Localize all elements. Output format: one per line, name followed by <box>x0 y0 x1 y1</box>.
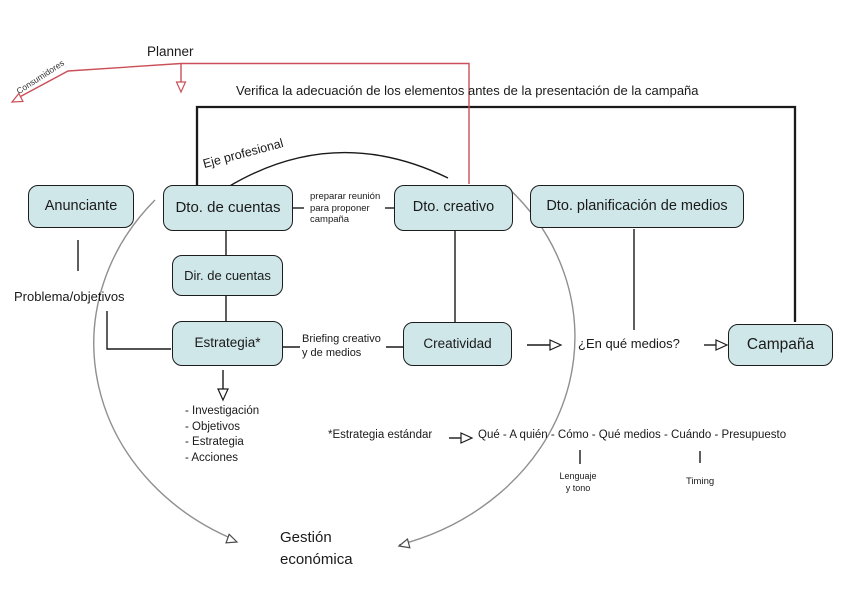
cycle-right-arc <box>398 184 576 546</box>
problema-estrategia-connector <box>106 311 171 350</box>
language-tone-note: Lenguaje y tono <box>559 471 597 493</box>
economic-management-label: Gestión económica <box>280 529 353 568</box>
node-anunciante: Anunciante <box>28 185 134 228</box>
node-dto-medios-label: Dto. planificación de medios <box>546 197 728 214</box>
meeting-note: preparar reunión para proponer campaña <box>310 191 381 225</box>
node-dto-creativo: Dto. creativo <box>394 185 513 231</box>
cycle-right-arrowhead-icon <box>397 538 411 549</box>
node-estrategia-label: Estrategia* <box>194 335 261 351</box>
media-question-label: ¿En qué medios? <box>578 336 680 351</box>
node-anunciante-label: Anunciante <box>44 197 118 214</box>
node-campana: Campaña <box>728 324 833 366</box>
node-creatividad: Creatividad <box>403 322 512 366</box>
node-dto-creativo-label: Dto. creativo <box>412 199 495 216</box>
node-dir-cuentas: Dir. de cuentas <box>172 255 283 296</box>
node-campana-label: Campaña <box>746 335 815 353</box>
creatividad-medios-arrowhead-icon <box>549 339 563 351</box>
problem-label: Problema/objetivos <box>14 289 125 304</box>
planner-label: Planner <box>147 44 194 59</box>
pregunta-campana-arrowhead-icon <box>715 339 729 351</box>
briefing-note: Briefing creativo y de medios <box>302 333 381 359</box>
standard-strategy-label: *Estrategia estándar <box>328 429 433 441</box>
node-dir-cuentas-label: Dir. de cuentas <box>184 267 271 283</box>
estandar-cadena-arrowhead-icon <box>460 432 474 444</box>
strategy-items-list: - Investigación - Objetivos - Estrategia… <box>185 405 260 464</box>
planner-line <box>13 62 470 184</box>
verification-note: Verifica la adecuación de los elementos … <box>236 83 699 98</box>
professional-axis-arc <box>227 151 449 188</box>
verification-bracket <box>195 105 797 322</box>
standard-strategy-chain: Qué - A quién - Cómo - Qué medios - Cuán… <box>478 429 787 441</box>
node-estrategia: Estrategia* <box>172 321 283 366</box>
planner-arrowhead-icon <box>175 81 187 94</box>
cycle-left-arrowhead-icon <box>225 533 239 544</box>
timing-note: Timing <box>686 476 715 487</box>
estrategia-lista-arrowhead-icon <box>217 388 229 402</box>
node-creatividad-label: Creatividad <box>423 335 492 351</box>
consumers-arrowhead-icon <box>10 92 24 103</box>
cycle-left-arc <box>93 199 236 541</box>
node-dto-cuentas: Dto. de cuentas <box>163 185 293 231</box>
node-dto-cuentas-label: Dto. de cuentas <box>175 199 281 217</box>
node-dto-medios: Dto. planificación de medios <box>530 185 744 228</box>
